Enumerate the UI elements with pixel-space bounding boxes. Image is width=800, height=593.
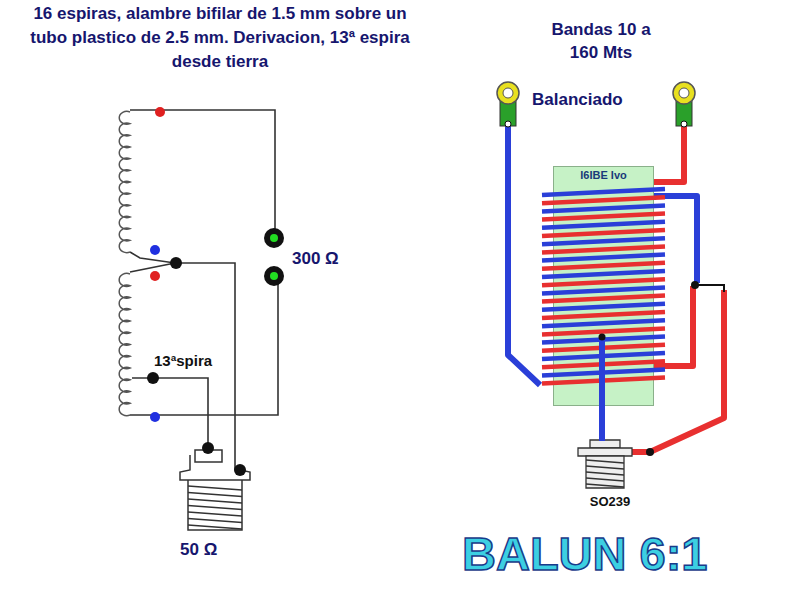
winding xyxy=(542,328,665,334)
winding xyxy=(542,320,665,326)
junction-dot xyxy=(691,281,699,289)
winding xyxy=(542,197,665,203)
winding-dot xyxy=(155,107,165,117)
thread xyxy=(586,484,624,487)
winding xyxy=(542,222,665,228)
wires xyxy=(130,110,278,470)
terminal-pin xyxy=(681,121,687,127)
winding xyxy=(542,287,665,293)
coil-form: I6IBE Ivo xyxy=(553,166,654,406)
coil-windings xyxy=(119,111,130,415)
terminal-ring xyxy=(673,82,695,104)
balanced-terminal xyxy=(497,82,519,127)
winding xyxy=(542,271,665,277)
thread xyxy=(188,499,242,503)
so239-connector xyxy=(578,440,632,488)
wire xyxy=(130,110,275,230)
pin-dot xyxy=(202,442,214,454)
tap-label: 13ªspira xyxy=(154,350,264,371)
connector-flange xyxy=(578,448,632,456)
winding xyxy=(542,246,665,252)
threads xyxy=(586,460,624,487)
wire-black xyxy=(695,285,724,292)
thread xyxy=(188,506,242,510)
connector-pin xyxy=(590,440,620,448)
thread xyxy=(188,525,242,529)
wire xyxy=(130,263,175,272)
thread xyxy=(586,472,624,475)
winding xyxy=(542,255,665,261)
winding xyxy=(542,230,665,236)
winding xyxy=(542,205,665,211)
terminal xyxy=(264,266,284,286)
right-wires xyxy=(508,125,724,452)
tap-dot xyxy=(147,372,159,384)
terminal xyxy=(270,234,278,242)
impedance-label: 50 Ω xyxy=(180,538,260,561)
connector-body xyxy=(586,456,624,488)
form-label: I6IBE Ivo xyxy=(554,167,653,181)
terminal xyxy=(270,272,278,280)
thread xyxy=(188,519,242,523)
terminal-pin xyxy=(505,121,511,127)
wire-blue xyxy=(508,125,540,385)
caption-title: BALUN 6:1 xyxy=(462,526,762,582)
terminal-ring xyxy=(497,82,519,104)
tap-dot xyxy=(599,334,606,341)
terminal-hole xyxy=(679,88,689,98)
winding-dot xyxy=(150,271,160,281)
wire-blue xyxy=(599,337,605,441)
winding xyxy=(542,279,665,285)
heading-note: 16 espiras, alambre bifilar de 1.5 mm so… xyxy=(20,2,420,74)
winding-dot xyxy=(150,412,160,422)
wire xyxy=(132,378,208,448)
thread xyxy=(188,493,242,497)
connector-body xyxy=(188,480,242,530)
impedance-label: 300 Ω xyxy=(292,247,372,270)
junction-dot xyxy=(170,257,182,269)
winding xyxy=(542,312,665,318)
wire-red xyxy=(650,125,684,182)
so239-connector xyxy=(180,450,250,530)
winding xyxy=(542,238,665,244)
balanced-label: Balanciado xyxy=(532,88,662,111)
thread xyxy=(188,486,242,490)
thread xyxy=(586,460,624,463)
band-label: Bandas 10 a 160 Mts xyxy=(536,18,666,64)
winding xyxy=(542,296,665,302)
terminal-hole xyxy=(503,88,513,98)
coil-winding xyxy=(119,111,130,252)
wire xyxy=(130,283,278,415)
winding xyxy=(542,263,665,269)
connector-flange xyxy=(180,455,250,480)
thread xyxy=(188,512,242,516)
winding xyxy=(542,214,665,220)
threads xyxy=(188,486,242,529)
winding xyxy=(542,304,665,310)
connector-label: SO239 xyxy=(575,492,645,511)
winding xyxy=(542,189,665,195)
shell-dot xyxy=(234,464,246,476)
terminal xyxy=(264,228,284,248)
balanced-terminal xyxy=(673,82,695,127)
thread xyxy=(586,478,624,481)
thread xyxy=(586,466,624,469)
junction-dot xyxy=(646,448,654,456)
winding-dot xyxy=(150,245,160,255)
coil-winding xyxy=(119,273,130,415)
